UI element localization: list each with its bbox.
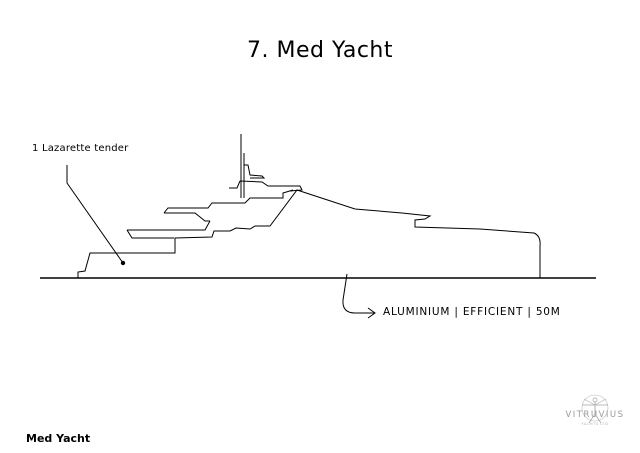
page-title: 7. Med Yacht bbox=[246, 38, 393, 63]
main-deck-overhang bbox=[127, 220, 211, 231]
spec-summary: ALUMINIUM | EFFICIENT | 50M bbox=[383, 306, 561, 318]
stern-deck-step bbox=[126, 229, 174, 239]
upper-deck-underside bbox=[164, 212, 210, 222]
tender-callout-label: 1 Lazarette tender bbox=[32, 143, 129, 154]
spec-arrow-line bbox=[342, 273, 374, 314]
vitruvian-man-icon bbox=[581, 394, 609, 424]
callout-dot bbox=[120, 260, 126, 266]
logo-subtitle: YACHTS LTD bbox=[581, 422, 609, 426]
callout-leader-line bbox=[66, 165, 124, 264]
upper-deck-outline bbox=[163, 189, 294, 214]
vitruvius-logo: VITRUVIUS YACHTS LTD bbox=[560, 393, 630, 437]
radar-arch bbox=[244, 164, 266, 179]
sun-deck-outline bbox=[229, 180, 303, 192]
logo-wordmark: VITRUVIUS bbox=[565, 410, 625, 420]
spec-arrow-head bbox=[367, 307, 376, 319]
hull-outline bbox=[77, 189, 541, 278]
footer-label: Med Yacht bbox=[26, 432, 91, 445]
